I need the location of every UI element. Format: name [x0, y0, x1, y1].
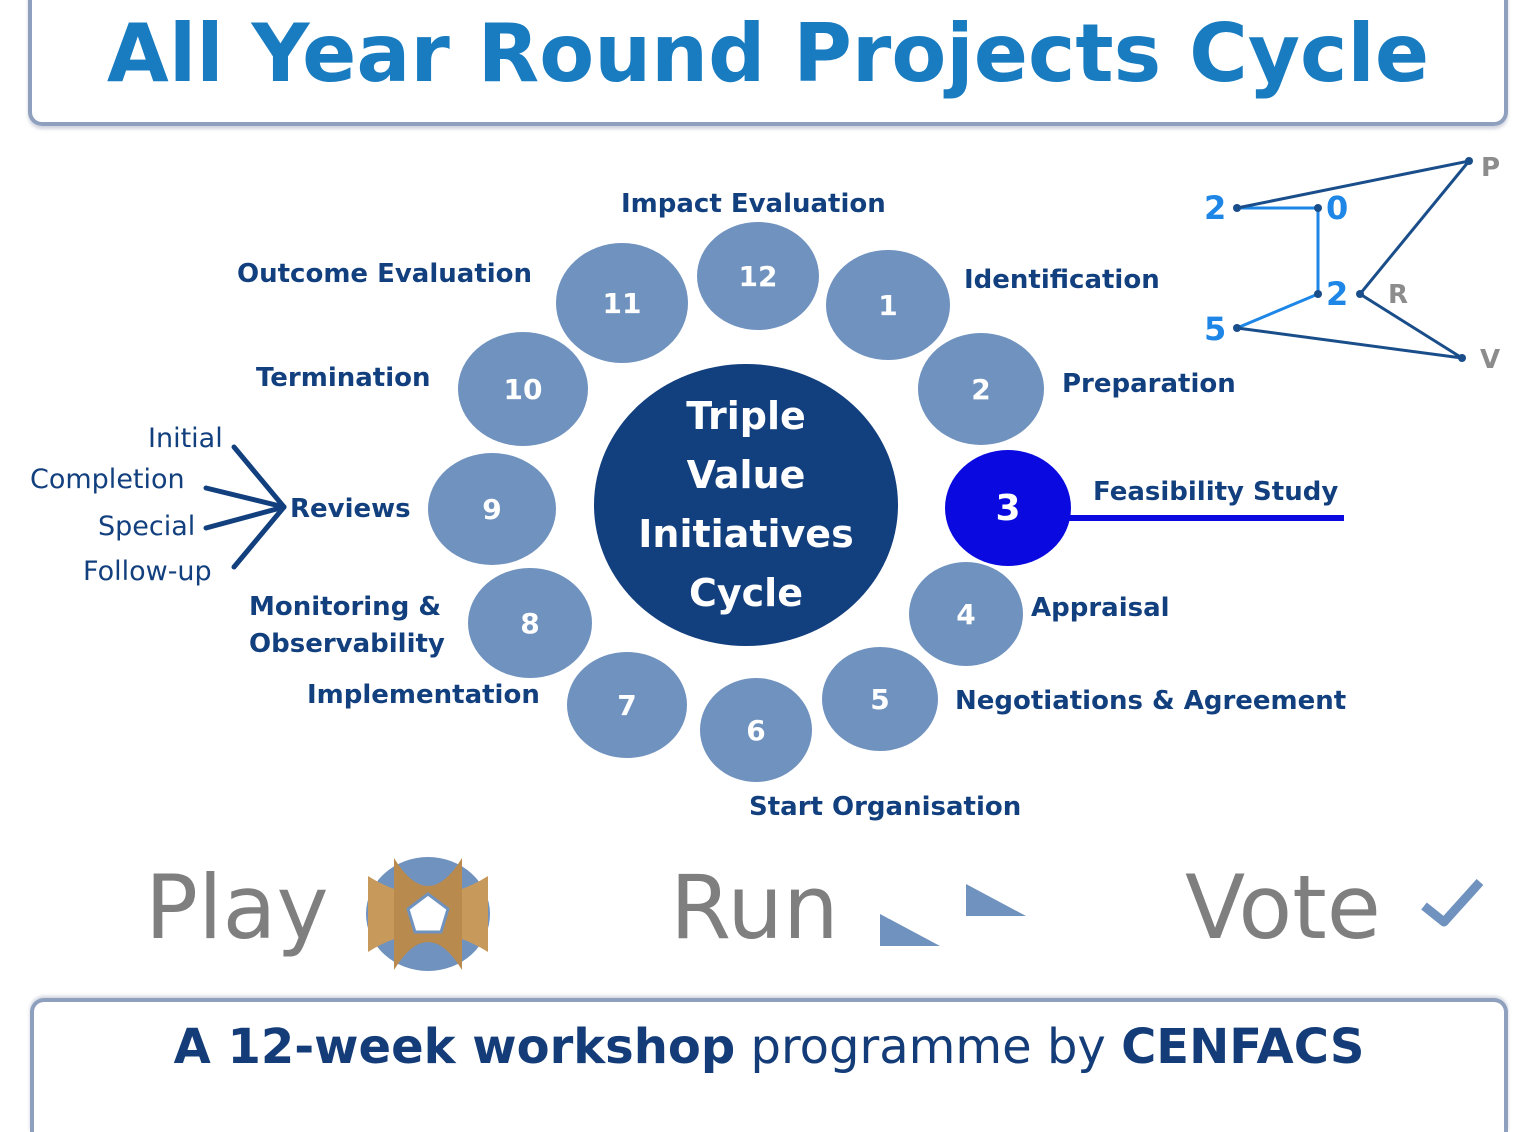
step-number: 5: [870, 682, 890, 716]
vote-link[interactable]: Vote: [1185, 856, 1381, 959]
step-node-7[interactable]: 7: [567, 652, 687, 758]
review-type-initial: Initial: [148, 423, 223, 454]
pvr-digit: 2: [1204, 189, 1227, 227]
step-number: 2: [971, 372, 991, 406]
pvr-digit: 5: [1204, 310, 1227, 348]
step-node-8[interactable]: 8: [468, 568, 592, 678]
run-steps-icon[interactable]: [876, 880, 1030, 950]
step-number: 12: [738, 259, 778, 293]
step-node-4[interactable]: 4: [909, 562, 1023, 666]
review-connector-initial: [231, 444, 287, 510]
review-type-follow-up: Follow-up: [83, 556, 212, 587]
step-number: 9: [482, 492, 502, 526]
step-label-6: Start Organisation: [749, 792, 1022, 822]
center-line: Value: [686, 453, 806, 497]
title-frame: [28, 0, 1508, 126]
pvr-logo: [1233, 157, 1473, 362]
review-type-completion: Completion: [30, 464, 185, 495]
step-label-7: Implementation: [307, 680, 540, 710]
checkmark-icon[interactable]: [1420, 876, 1484, 928]
center-line: Initiatives: [638, 512, 854, 556]
step-label-1: Identification: [964, 265, 1160, 295]
center-line: Cycle: [689, 571, 803, 615]
review-type-special: Special: [98, 511, 196, 542]
step-number: 8: [520, 606, 540, 640]
step-node-6[interactable]: 6: [700, 678, 812, 782]
step-node-2[interactable]: 2: [918, 333, 1044, 445]
footer-middle: programme by: [735, 1019, 1122, 1075]
run-link[interactable]: Run: [670, 856, 839, 959]
step-label-8-line: Monitoring &: [249, 592, 442, 622]
step-label-9: Reviews: [290, 494, 411, 524]
step-label-10: Termination: [256, 363, 431, 393]
step-number: 1: [878, 288, 898, 322]
footer-tagline: A 12-week workshop programme by CENFACS: [30, 1012, 1508, 1082]
step-number: 6: [746, 713, 766, 747]
step-label-12: Impact Evaluation: [621, 189, 886, 219]
step-number: 4: [956, 597, 976, 631]
step-label-5: Negotiations & Agreement: [955, 686, 1347, 716]
pvr-digit: 2: [1326, 275, 1349, 313]
center-line: Triple: [686, 394, 806, 438]
pvr-letter: R: [1388, 280, 1409, 310]
step-label-8-line: Observability: [249, 629, 445, 659]
step-node-3[interactable]: 3: [945, 450, 1071, 566]
step-node-12[interactable]: 12: [697, 222, 819, 330]
step-node-11[interactable]: 11: [556, 243, 688, 363]
review-connector-special: [203, 504, 287, 531]
pvr-letter: V: [1480, 345, 1501, 375]
center-circle: Triple Value Initiatives Cycle: [594, 364, 898, 646]
footer-frame: [30, 998, 1508, 1132]
pvr-digit: 0: [1326, 189, 1349, 227]
step-number: 7: [617, 688, 637, 722]
play-link[interactable]: Play: [145, 856, 329, 959]
page-title: All Year Round Projects Cycle: [106, 7, 1430, 100]
pentagon-ball-icon[interactable]: [364, 856, 492, 972]
step-label-3: Feasibility Study: [1093, 477, 1339, 507]
review-connector-follow-up: [231, 504, 287, 570]
pvr-letter: P: [1481, 153, 1501, 183]
step-node-10[interactable]: 10: [458, 332, 588, 446]
step-label-8: Monitoring & Observability: [249, 589, 445, 663]
step-node-1[interactable]: 1: [826, 250, 950, 360]
step-number: 11: [602, 286, 642, 320]
step-label-4: Appraisal: [1031, 593, 1170, 623]
footer-bold-lead: A 12-week workshop: [173, 1019, 736, 1075]
step-node-9[interactable]: 9: [428, 453, 556, 565]
step-number: 10: [503, 372, 543, 406]
step-node-5[interactable]: 5: [822, 647, 938, 751]
review-connector-completion: [203, 485, 287, 510]
step-number: 3: [995, 487, 1021, 529]
step-label-11: Outcome Evaluation: [237, 259, 533, 289]
footer-organisation: CENFACS: [1121, 1019, 1365, 1075]
step-label-2: Preparation: [1062, 369, 1236, 399]
